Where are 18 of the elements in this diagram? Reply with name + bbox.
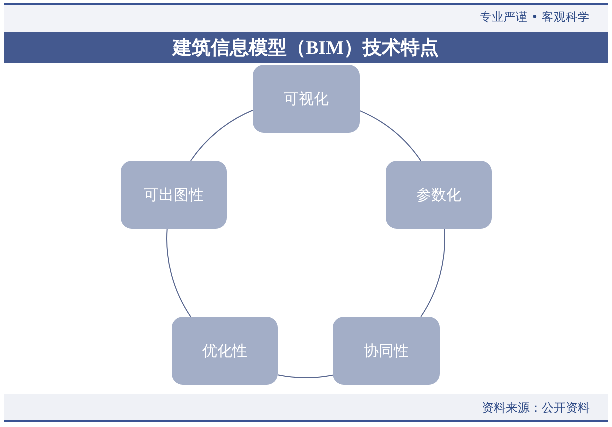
feature-box [333, 317, 440, 385]
feature-label: 参数化 [416, 186, 462, 204]
connector-arc [420, 228, 446, 318]
slogan-text: 专业严谨 • 客观科学 [480, 10, 590, 25]
connector-arc [278, 374, 334, 378]
feature-label: 可视化 [284, 90, 329, 108]
feature-box [172, 317, 278, 385]
connector-arc [166, 228, 192, 318]
feature-box [121, 161, 227, 229]
diagram-title: 建筑信息模型（BIM）技术特点 [173, 36, 439, 60]
connector-arc [190, 110, 254, 162]
feature-label: 可出图性 [144, 186, 204, 204]
feature-box [253, 65, 360, 133]
feature-label: 优化性 [202, 342, 248, 360]
source-note: 资料来源：公开资料 [482, 400, 590, 417]
connector-arc [360, 110, 422, 162]
feature-label: 协同性 [364, 342, 409, 360]
feature-box [386, 161, 492, 229]
